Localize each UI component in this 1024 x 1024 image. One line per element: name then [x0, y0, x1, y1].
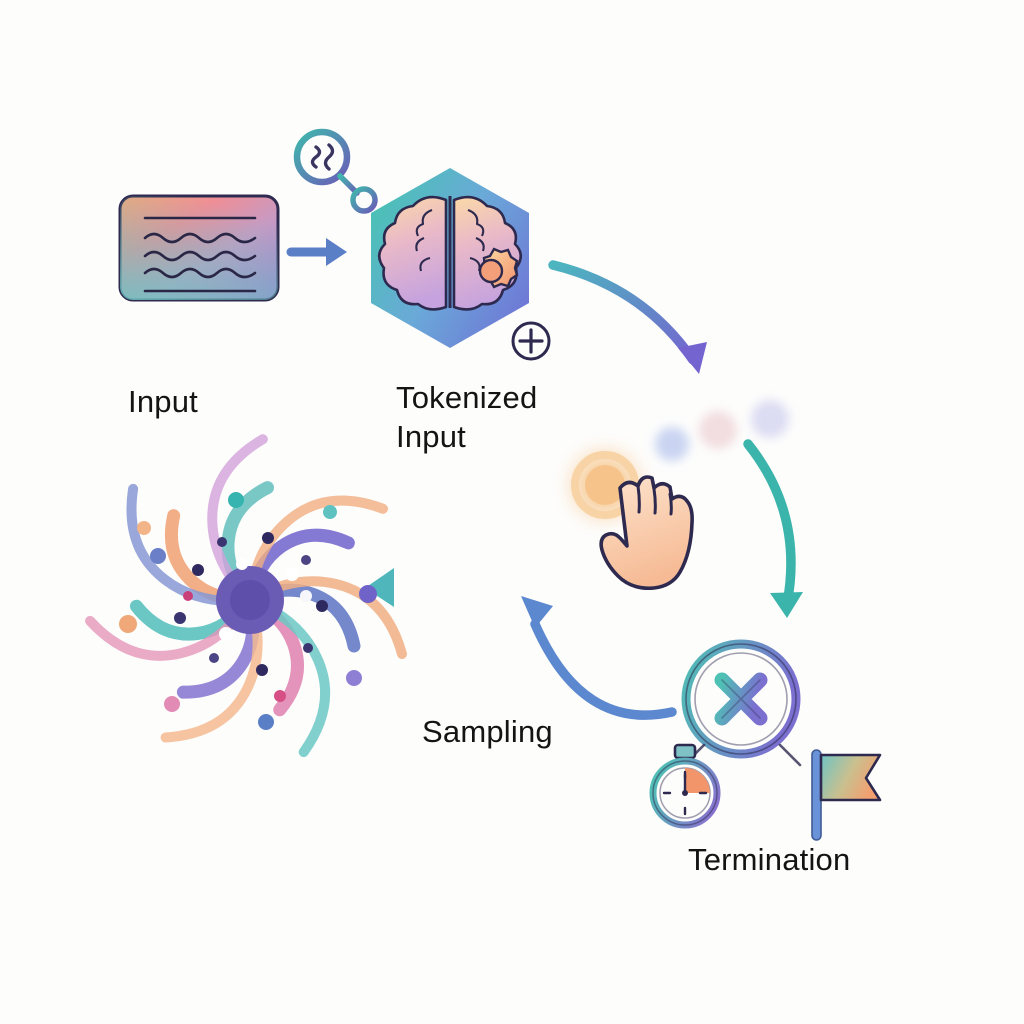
soft-dot-icon [655, 427, 689, 461]
x-circle-icon [681, 639, 801, 759]
soft-dots-group [655, 400, 789, 461]
node-label-termination: Termination [688, 842, 851, 877]
flag-icon [811, 749, 882, 841]
spiral-galaxy-dots-icon [85, 434, 407, 758]
card-lines [143, 216, 257, 293]
soft-dot-icon [751, 400, 789, 438]
arrow-sampling-feedback [365, 568, 541, 607]
node-label-input: Input [128, 384, 198, 419]
stopwatch-icon [649, 743, 721, 829]
gear-icon [478, 247, 519, 289]
node-tokenized-input[interactable] [371, 168, 551, 361]
node-input[interactable] [118, 194, 280, 302]
arrow-tokenized-to-hand [548, 260, 707, 374]
tap-dot [585, 465, 625, 505]
node-termination[interactable] [649, 639, 882, 841]
node-label-sampling: Sampling [422, 714, 553, 749]
magnifier-squiggle-icon [293, 128, 378, 214]
pointing-hand-tap-icon[interactable] [561, 441, 694, 591]
arrow-input-to-tokenized [286, 238, 347, 266]
card-teal-overlay [120, 196, 278, 300]
soft-dot-icon [699, 411, 737, 449]
arrow-termination-to-sampling [521, 596, 677, 720]
arrow-hand-to-termination [743, 439, 803, 618]
node-label-tokenized-input: Tokenized Input [396, 380, 538, 454]
plus-circle-icon[interactable] [511, 321, 551, 361]
spiral-dots [119, 492, 377, 730]
